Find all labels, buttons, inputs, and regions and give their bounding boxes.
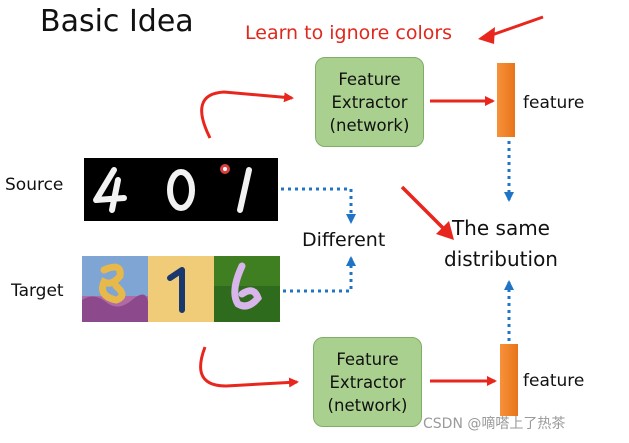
source-digits-svg bbox=[84, 158, 278, 221]
extractor-top-line1: Feature bbox=[338, 69, 401, 89]
different-label: Different bbox=[302, 229, 386, 251]
extractor-top-line3: (network) bbox=[329, 115, 410, 135]
source-label: Source bbox=[5, 175, 64, 195]
target-digit-8 bbox=[99, 263, 126, 304]
extractor-top-line2: Extractor bbox=[331, 92, 408, 112]
target-to-different-arrow bbox=[283, 256, 356, 293]
extractor-bottom-line3: (network) bbox=[327, 395, 408, 415]
target-image bbox=[82, 256, 280, 322]
extractor-bottom-line1: Feature bbox=[336, 349, 399, 369]
subtitle: Learn to ignore colors bbox=[245, 22, 453, 44]
feature-label-bottom: feature bbox=[523, 371, 585, 391]
page-title: Basic Idea bbox=[40, 4, 194, 39]
source-to-different-arrow bbox=[281, 187, 356, 224]
target-digit-1 bbox=[167, 267, 185, 313]
target-digit-6 bbox=[231, 262, 262, 310]
same-distribution-line1: The same bbox=[451, 216, 550, 240]
target-label: Target bbox=[11, 281, 64, 301]
subtitle-pointer-arrow bbox=[488, 15, 544, 38]
source-digit-1 bbox=[237, 167, 252, 213]
target-digits-svg bbox=[82, 256, 280, 322]
feature-extractor-top: Feature Extractor (network) bbox=[315, 57, 424, 147]
source-digit-0 bbox=[167, 169, 195, 211]
subtitle-pointer-arrowhead bbox=[478, 27, 495, 44]
feature-label-top: feature bbox=[523, 93, 585, 113]
feature-bar-top bbox=[497, 63, 515, 137]
red-dot-center bbox=[223, 167, 227, 171]
watermark: CSDN @嘀嗒上了热茶 bbox=[423, 416, 566, 432]
feature-extractor-bottom: Feature Extractor (network) bbox=[313, 337, 422, 427]
source-image bbox=[84, 158, 278, 221]
same-distribution-label: The same distribution bbox=[444, 213, 558, 275]
target-to-extractor-arrow bbox=[199, 346, 299, 388]
feature-bar-bottom bbox=[500, 344, 518, 416]
distribution-pointer-arrowhead bbox=[436, 221, 454, 240]
source-to-extractor-arrow bbox=[200, 90, 294, 139]
same-distribution-line2: distribution bbox=[444, 247, 558, 271]
distribution-pointer-arrow bbox=[400, 185, 446, 231]
source-digit-4 bbox=[93, 167, 127, 213]
extractor-bottom-line2: Extractor bbox=[329, 372, 406, 392]
